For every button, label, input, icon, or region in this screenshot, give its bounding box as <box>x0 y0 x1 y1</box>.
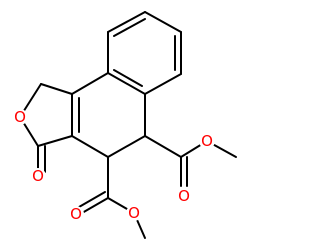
ester1-ether-oxygen-label: O <box>201 132 213 150</box>
bond-ring-a <box>71 72 109 95</box>
lactone-carbonyl-oxygen-atom: O <box>30 167 46 185</box>
molecule-canvas: O O O O O O <box>12 11 237 239</box>
ring-oxygen-bg <box>12 109 28 125</box>
ester-upper <box>144 135 237 187</box>
benzene-ring <box>107 11 182 95</box>
bond-benzene-4 <box>107 72 146 95</box>
ring-oxygen-atom: O <box>12 108 28 126</box>
ester2-carbonyl-oxygen-bg <box>68 206 84 222</box>
lactone-carbonyl-oxygen-label: O <box>32 167 44 185</box>
ester1-carbonyl-oxygen-label: O <box>178 187 190 205</box>
ester1-ether-oxygen-bg <box>199 133 215 149</box>
ester2-carbonyl-oxygen-label: O <box>70 205 82 223</box>
bond-benzene-3 <box>144 73 182 95</box>
ring-oxygen-label: O <box>14 108 26 126</box>
lactone-carbonyl-oxygen-bg <box>30 168 46 184</box>
bond-benzene-1 <box>144 11 182 33</box>
ester-lower <box>78 156 146 239</box>
ester2-carbonyl-oxygen-atom: O <box>68 205 84 223</box>
bond-benzene-6-inner <box>113 18 146 37</box>
ester1-ether-oxygen-atom: O <box>199 132 215 150</box>
ester1-carbonyl-oxygen-atom: O <box>176 187 192 205</box>
ester2-ether-oxygen-atom: O <box>126 204 142 222</box>
bond-ester1-c <box>144 135 182 158</box>
molecule-structure: O O O O O O <box>12 11 237 239</box>
bond-ring-c <box>71 135 109 158</box>
bond-benzene-4-inner <box>113 69 143 87</box>
ester2-ether-oxygen-bg <box>126 205 142 221</box>
cyclohexene-ring <box>71 72 146 158</box>
bond-ester2-co-b <box>78 191 106 208</box>
lactone-ring <box>19 83 73 173</box>
bond-lactone-ch2 <box>40 83 73 95</box>
bond-ester2-co-a <box>81 197 109 214</box>
ester2-ether-oxygen-label: O <box>128 204 140 222</box>
bond-ring-d <box>107 135 146 158</box>
bond-lactone-c-ring <box>37 135 73 147</box>
ester1-carbonyl-oxygen-bg <box>176 188 192 204</box>
bond-benzene-6 <box>107 11 146 33</box>
atom-labels: O O O O O O <box>12 108 215 223</box>
